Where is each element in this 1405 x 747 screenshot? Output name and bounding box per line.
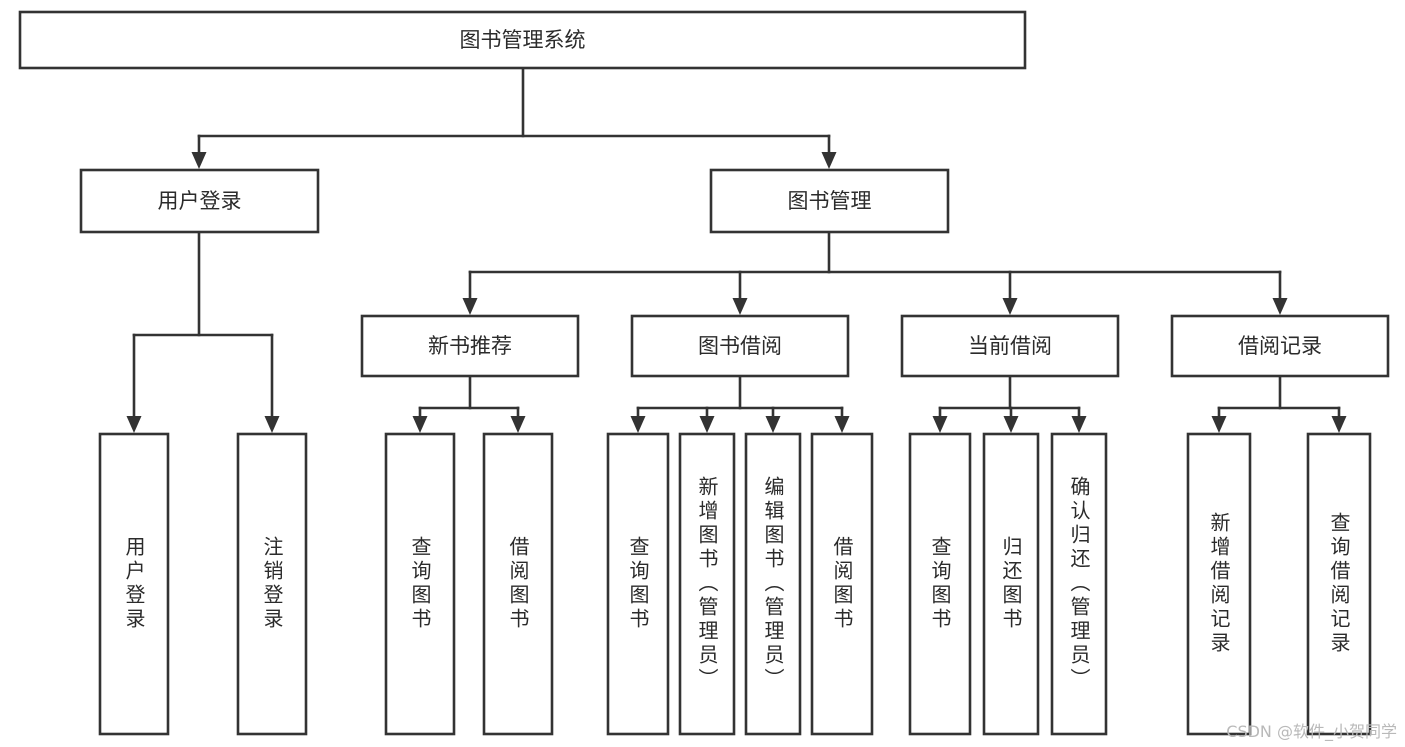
node-leaf-borrow-3[interactable]: 编辑图书（管理员） xyxy=(744,432,802,736)
node-leaf-rec-2[interactable]: 查询借阅记录 xyxy=(1306,432,1372,736)
node-leaf-new-2[interactable]: 借阅图书 xyxy=(482,432,554,736)
arrow-head-icon xyxy=(630,416,646,433)
connector-c-root xyxy=(191,66,837,169)
node-label: 用户登录 xyxy=(158,189,242,213)
node-box[interactable] xyxy=(1050,432,1108,736)
node-label: 编辑图书（管理员） xyxy=(761,476,785,692)
connector-layer xyxy=(126,66,1347,433)
node-newbook[interactable]: 新书推荐 xyxy=(360,314,580,378)
node-label: 注销登录 xyxy=(260,536,284,632)
connector-c-records xyxy=(1211,374,1347,433)
connector-c-newbook xyxy=(412,374,526,433)
node-leaf-cur-3[interactable]: 确认归还（管理员） xyxy=(1050,432,1108,736)
node-label: 查询图书 xyxy=(928,536,952,632)
node-box[interactable] xyxy=(1186,432,1252,736)
node-label: 查询借阅记录 xyxy=(1327,512,1351,656)
connector-c-bookmgmt xyxy=(462,230,1288,315)
node-box[interactable] xyxy=(18,10,1027,70)
arrow-head-icon xyxy=(1071,416,1087,433)
node-leaf-borrow-2[interactable]: 新增图书（管理员） xyxy=(678,432,736,736)
node-label: 确认归还（管理员） xyxy=(1067,476,1091,692)
node-box[interactable] xyxy=(98,432,170,736)
node-leaf-rec-1[interactable]: 新增借阅记录 xyxy=(1186,432,1252,736)
node-label: 借阅图书 xyxy=(830,536,854,632)
node-box[interactable] xyxy=(908,432,972,736)
arrow-head-icon xyxy=(191,152,207,169)
node-box[interactable] xyxy=(630,314,850,378)
arrow-head-icon xyxy=(699,416,715,433)
node-box[interactable] xyxy=(1306,432,1372,736)
node-box[interactable] xyxy=(606,432,670,736)
node-leaf-cur-1[interactable]: 查询图书 xyxy=(908,432,972,736)
arrow-head-icon xyxy=(462,298,478,315)
node-leaf-cur-2[interactable]: 归还图书 xyxy=(982,432,1040,736)
node-label: 新书推荐 xyxy=(428,334,512,358)
node-label: 当前借阅 xyxy=(968,334,1052,358)
arrow-head-icon xyxy=(732,298,748,315)
connector-c-borrow xyxy=(630,374,850,433)
node-layer: 图书管理系统用户登录图书管理新书推荐图书借阅当前借阅借阅记录用户登录注销登录查询… xyxy=(18,10,1390,736)
node-label: 查询图书 xyxy=(626,536,650,632)
node-leaf-login-1[interactable]: 用户登录 xyxy=(98,432,170,736)
node-leaf-new-1[interactable]: 查询图书 xyxy=(384,432,456,736)
arrow-head-icon xyxy=(264,416,280,433)
node-label: 图书管理系统 xyxy=(460,28,586,52)
arrow-head-icon xyxy=(412,416,428,433)
node-box[interactable] xyxy=(678,432,736,736)
node-label: 归还图书 xyxy=(999,536,1023,632)
node-records[interactable]: 借阅记录 xyxy=(1170,314,1390,378)
node-box[interactable] xyxy=(709,168,950,234)
connector-c-login xyxy=(126,230,280,433)
arrow-head-icon xyxy=(1003,416,1019,433)
connector-c-current xyxy=(932,374,1087,433)
arrow-head-icon xyxy=(1331,416,1347,433)
node-leaf-borrow-4[interactable]: 借阅图书 xyxy=(810,432,874,736)
node-box[interactable] xyxy=(360,314,580,378)
node-box[interactable] xyxy=(900,314,1120,378)
node-root[interactable]: 图书管理系统 xyxy=(18,10,1027,70)
node-box[interactable] xyxy=(1170,314,1390,378)
node-box[interactable] xyxy=(482,432,554,736)
node-label: 新增图书（管理员） xyxy=(695,476,719,692)
node-label: 借阅记录 xyxy=(1238,334,1322,358)
node-box[interactable] xyxy=(79,168,320,234)
arrow-head-icon xyxy=(821,152,837,169)
node-label: 新增借阅记录 xyxy=(1207,512,1231,656)
arrow-head-icon xyxy=(765,416,781,433)
node-bookmgmt[interactable]: 图书管理 xyxy=(709,168,950,234)
node-label: 用户登录 xyxy=(122,536,146,632)
node-label: 借阅图书 xyxy=(506,536,530,632)
arrow-head-icon xyxy=(834,416,850,433)
arrow-head-icon xyxy=(1002,298,1018,315)
node-label: 图书管理 xyxy=(788,189,872,213)
node-box[interactable] xyxy=(744,432,802,736)
node-login[interactable]: 用户登录 xyxy=(79,168,320,234)
arrow-head-icon xyxy=(126,416,142,433)
node-leaf-borrow-1[interactable]: 查询图书 xyxy=(606,432,670,736)
csdn-watermark: CSDN @软件_小贺同学 xyxy=(1226,722,1397,741)
arrow-head-icon xyxy=(932,416,948,433)
arrow-head-icon xyxy=(1211,416,1227,433)
node-label: 查询图书 xyxy=(408,536,432,632)
node-box[interactable] xyxy=(236,432,308,736)
node-label: 图书借阅 xyxy=(698,334,782,358)
node-current[interactable]: 当前借阅 xyxy=(900,314,1120,378)
node-leaf-login-2[interactable]: 注销登录 xyxy=(236,432,308,736)
node-box[interactable] xyxy=(810,432,874,736)
arrow-head-icon xyxy=(510,416,526,433)
node-box[interactable] xyxy=(384,432,456,736)
node-borrow[interactable]: 图书借阅 xyxy=(630,314,850,378)
arrow-head-icon xyxy=(1272,298,1288,315)
node-box[interactable] xyxy=(982,432,1040,736)
